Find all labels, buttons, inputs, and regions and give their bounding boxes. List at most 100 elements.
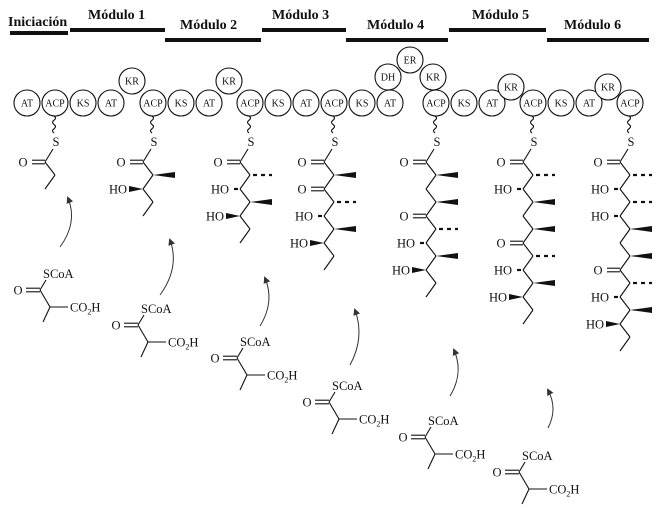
domain-label: KR <box>222 77 236 88</box>
module-bar <box>165 38 261 42</box>
sulfur-atom: S <box>151 135 158 149</box>
domain-ks: KS <box>348 89 376 117</box>
bond <box>619 242 631 257</box>
domain-label: AT <box>105 99 117 110</box>
domain-at: AT <box>195 89 223 117</box>
wedge-bond <box>250 199 272 205</box>
bond <box>44 161 56 176</box>
oxygen-atom: O <box>111 319 120 333</box>
domain-circle <box>195 89 223 117</box>
hydroxyl-group: HO <box>206 210 224 224</box>
bond <box>619 309 631 325</box>
wedge-bond <box>630 226 652 232</box>
bond <box>619 188 631 203</box>
carboxyl-label: CO2H <box>168 336 198 352</box>
domain-label: AT <box>300 99 312 110</box>
hydroxyl-group: HO <box>586 318 604 332</box>
domain-label: ACP <box>324 99 344 110</box>
bond <box>239 201 251 217</box>
bond <box>522 148 532 163</box>
bond <box>619 296 631 311</box>
header-module3: Módulo 3 <box>262 8 346 32</box>
domain-kr: KR <box>497 73 525 101</box>
wedge-bond <box>509 294 523 300</box>
domain-label: KS <box>175 99 188 110</box>
domain-acp: ACP <box>422 89 450 117</box>
bond <box>619 282 631 298</box>
wedge-bond <box>334 172 356 178</box>
wedge-bond <box>630 307 652 313</box>
domain-kr: KR <box>215 67 243 95</box>
bond <box>323 242 335 257</box>
domain-acp: ACP <box>236 89 264 117</box>
hydroxyl-group: HO <box>489 291 507 305</box>
scoa-label: SCoA <box>43 267 74 281</box>
domain-label: KS <box>77 99 90 110</box>
domain-circle <box>450 89 478 117</box>
domain-circle <box>264 89 292 117</box>
bond <box>522 242 534 257</box>
header-module2: Módulo 2 <box>165 18 261 42</box>
domain-circle <box>236 89 264 117</box>
scoa-label: SCoA <box>332 379 363 393</box>
oxygen-atom: O <box>116 156 125 170</box>
header-module5: Módulo 5 <box>449 8 546 32</box>
wavy-bond <box>51 115 57 134</box>
bond <box>619 215 631 230</box>
reaction-arrow <box>159 238 175 296</box>
domain-label: ER <box>404 56 417 67</box>
domain-label: KS <box>458 99 471 110</box>
domain-acp: ACP <box>616 89 644 117</box>
wavy-bond <box>149 115 155 134</box>
reaction-arrow <box>547 388 554 429</box>
bond <box>39 289 51 308</box>
hydroxyl-group: HO <box>392 264 410 278</box>
sulfur-atom: S <box>531 135 538 149</box>
reaction-arrow <box>259 276 271 327</box>
bond <box>522 269 534 284</box>
wavy-bond <box>246 115 252 134</box>
bond <box>137 314 145 326</box>
oxygen-atom: O <box>302 396 311 410</box>
sulfur-atom: S <box>434 135 441 149</box>
domain-acp: ACP <box>320 89 348 117</box>
bond <box>239 161 251 176</box>
bond <box>425 228 437 244</box>
module-label: Módulo 5 <box>472 8 529 23</box>
bond <box>239 148 249 163</box>
header-module4: Módulo 4 <box>346 18 448 42</box>
bond <box>142 188 154 203</box>
domain-label: ACP <box>523 99 543 110</box>
oxygen-atom: O <box>213 156 222 170</box>
bond <box>236 347 244 359</box>
scoa-label: SCoA <box>522 449 553 463</box>
hydroxyl-group: HO <box>397 237 415 251</box>
domain-at: AT <box>97 89 125 117</box>
bond <box>425 148 435 163</box>
hydroxyl-group: HO <box>494 264 512 278</box>
domain-label: KS <box>555 99 568 110</box>
wedge-bond <box>412 267 426 273</box>
hydroxyl-group: HO <box>211 183 229 197</box>
hydroxyl-group: HO <box>591 183 609 197</box>
bond <box>522 215 534 230</box>
bond <box>39 279 47 291</box>
bond <box>239 188 251 203</box>
wavy-bond <box>529 115 535 134</box>
reaction-arrow <box>449 348 460 397</box>
oxygen-atom: O <box>593 156 602 170</box>
domain-circle <box>348 89 376 117</box>
domain-circle <box>41 89 69 117</box>
bond <box>522 282 534 298</box>
oxygen-atom: O <box>297 156 306 170</box>
chain-initiation: SO <box>18 115 60 190</box>
domain-circle <box>13 89 41 117</box>
domain-label: DH <box>381 73 395 84</box>
module-bar <box>262 28 346 32</box>
